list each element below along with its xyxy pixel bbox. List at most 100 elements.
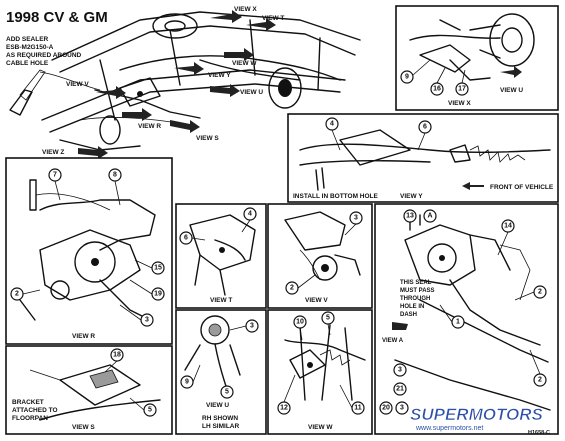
seal-note: THIS SEAL MUST PASS THROUGH HOLE IN DASH <box>400 280 435 318</box>
install-note: INSTALL IN BOTTOM HOLE <box>293 193 379 200</box>
bracket-note-line-3: FLOORPAN <box>12 415 48 422</box>
svg-text:15: 15 <box>154 265 162 272</box>
view-y-caption: VIEW Y <box>400 193 423 200</box>
view-w-caption: VIEW W <box>308 424 333 431</box>
svg-text:11: 11 <box>354 405 362 412</box>
callout-18: 18 <box>110 348 124 362</box>
view-x-arrow: VIEW X <box>210 6 257 23</box>
overview-view-arrows: VIEW X VIEW T VIEW W VIEW Y VIEW U VIEW … <box>42 6 284 159</box>
figure-id: H1658-C <box>528 430 550 436</box>
callout-3-view-r: 3 <box>140 313 154 327</box>
watermark-url: www.supermotors.net <box>415 425 483 432</box>
callout-1: 1 <box>451 315 465 329</box>
view-t-caption: VIEW T <box>210 297 232 304</box>
bracket-note-line-1: BRACKET <box>12 399 44 406</box>
svg-text:5: 5 <box>148 407 152 414</box>
svg-text:3: 3 <box>354 215 358 222</box>
view-v-arrow: VIEW V <box>66 81 126 99</box>
view-z-arrow: VIEW Z <box>42 146 108 159</box>
callout-2-main-lower: 2 <box>533 373 547 387</box>
view-z-label: VIEW Z <box>42 149 64 156</box>
callout-4-view-y: 4 <box>325 117 339 131</box>
callout-a: A <box>423 209 437 223</box>
svg-text:3: 3 <box>250 323 254 330</box>
lh-similar-note: LH SIMILAR <box>202 423 239 430</box>
view-w-arrow: VIEW W <box>224 48 257 67</box>
seal-note-line-1: THIS SEAL <box>400 280 432 286</box>
panel-view-s: 18 5 BRACKET ATTACHED TO FLOORPAN VIEW S <box>5 345 173 435</box>
callout-19: 19 <box>151 287 165 301</box>
svg-text:2: 2 <box>538 289 542 296</box>
seal-note-line-5: DASH <box>400 312 417 318</box>
callout-2-view-r: 2 <box>10 287 24 301</box>
svg-text:6: 6 <box>184 235 188 242</box>
view-y-arrow: VIEW Y <box>174 62 231 79</box>
svg-text:1: 1 <box>456 319 460 326</box>
svg-text:3: 3 <box>398 367 402 374</box>
callout-10: 10 <box>293 315 307 329</box>
view-r-arrow: VIEW R <box>122 108 161 130</box>
sealer-note: ADD SEALER ESB-M2G150-A AS REQUIRED AROU… <box>6 36 82 67</box>
svg-text:9: 9 <box>405 74 409 81</box>
svg-text:13: 13 <box>406 213 414 220</box>
callout-2-main-upper: 2 <box>533 285 547 299</box>
bracket-note: BRACKET ATTACHED TO FLOORPAN <box>12 399 58 422</box>
view-r-caption: VIEW R <box>72 333 95 340</box>
panel-view-x: 9 16 17 VIEW U VIEW X <box>395 5 559 111</box>
panel-view-r: 7 8 15 19 2 3 VIEW R <box>5 157 173 345</box>
diagram-title: 1998 CV & GM <box>6 9 108 26</box>
view-v-label: VIEW V <box>66 81 89 88</box>
view-y-label: VIEW Y <box>208 72 231 79</box>
callout-13: 13 <box>403 209 417 223</box>
callout-8: 8 <box>108 168 122 182</box>
callout-7: 7 <box>48 168 62 182</box>
svg-text:3: 3 <box>145 317 149 324</box>
svg-text:5: 5 <box>326 315 330 322</box>
callout-3-main-lower: 3 <box>395 401 409 415</box>
view-s-arrow: VIEW S <box>170 120 219 142</box>
seal-note-line-2: MUST PASS <box>400 288 435 294</box>
callout-17: 17 <box>455 82 469 96</box>
panel-view-w: 10 5 12 11 VIEW W <box>267 309 373 435</box>
callout-4-view-t: 4 <box>243 207 257 221</box>
front-of-vehicle-label: FRONT OF VEHICLE <box>490 184 554 191</box>
svg-text:14: 14 <box>504 223 512 230</box>
overview-section: 1998 CV & GM ADD SEALER ESB-M2G150-A AS … <box>6 6 361 159</box>
seal-note-line-3: THROUGH <box>400 296 430 302</box>
callout-3-view-v: 3 <box>349 211 363 225</box>
panel-view-u: 3 9 5 VIEW U RH SHOWN LH SIMILAR <box>175 309 267 435</box>
callout-20: 20 <box>379 401 393 415</box>
view-s-caption: VIEW S <box>72 424 95 431</box>
watermark: SUPERMOTORS www.supermotors.net <box>410 405 544 432</box>
svg-text:8: 8 <box>113 172 117 179</box>
svg-text:2: 2 <box>538 377 542 384</box>
sealer-note-line-4: CABLE HOLE <box>6 60 49 67</box>
callout-15: 15 <box>151 261 165 275</box>
panel-view-y: 4 6 INSTALL IN BOTTOM HOLE FRONT OF VEHI… <box>287 113 559 203</box>
panel-main-pedal: 13 A 14 2 1 3 2 THIS SEAL MUST PASS THRO… <box>374 203 559 435</box>
rh-shown-note: RH SHOWN <box>202 415 238 422</box>
view-a-label: VIEW A <box>382 338 404 344</box>
view-t-label: VIEW T <box>262 15 284 22</box>
seal-note-line-4: HOLE IN <box>400 304 424 310</box>
view-u-caption: VIEW U <box>206 402 229 409</box>
svg-text:2: 2 <box>15 291 19 298</box>
callout-6-view-y: 6 <box>418 120 432 134</box>
panel-view-v: 3 2 VIEW V <box>267 203 373 309</box>
view-x-label: VIEW X <box>234 6 257 13</box>
view-x-caption: VIEW X <box>448 100 471 107</box>
view-w-label: VIEW W <box>232 60 257 67</box>
svg-text:18: 18 <box>113 352 121 359</box>
view-u-label: VIEW U <box>240 89 263 96</box>
svg-text:3: 3 <box>400 405 404 412</box>
callout-9-view-x: 9 <box>400 70 414 84</box>
svg-text:12: 12 <box>280 405 288 412</box>
svg-text:19: 19 <box>154 291 162 298</box>
svg-text:9: 9 <box>185 379 189 386</box>
svg-text:7: 7 <box>53 172 57 179</box>
callout-3-view-u: 3 <box>245 319 259 333</box>
svg-text:17: 17 <box>458 86 466 93</box>
callout-5-view-u: 5 <box>220 385 234 399</box>
svg-text:5: 5 <box>225 389 229 396</box>
